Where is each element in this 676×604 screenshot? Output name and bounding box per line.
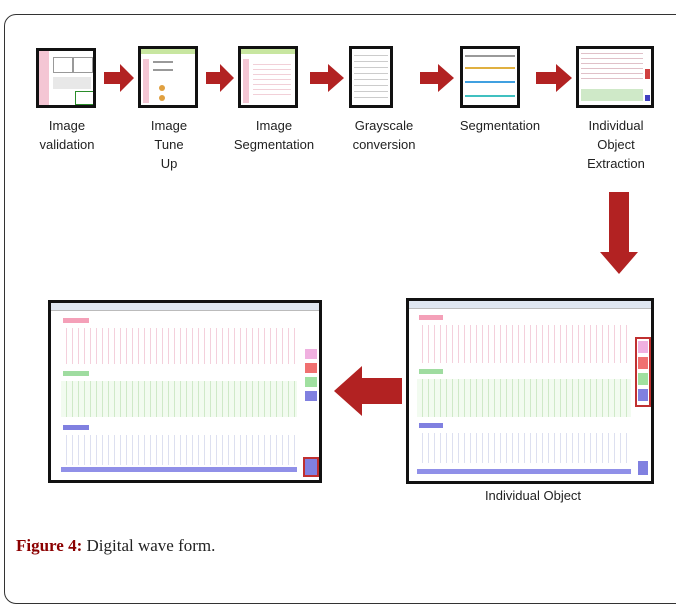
- arrow-right-icon: [420, 64, 454, 92]
- caption-prefix: Figure 4:: [16, 536, 83, 555]
- arrow-right-icon: [310, 64, 344, 92]
- step-thumb-image-tune-up: [138, 46, 198, 108]
- step-thumb-image-validation: [36, 48, 96, 108]
- step-thumb-image-segmentation: [238, 46, 298, 108]
- step-label: Image Segmentation: [233, 118, 315, 152]
- caption-text: Digital wave form.: [82, 536, 216, 555]
- step-thumb-segmentation: [460, 46, 520, 108]
- arrow-left-icon: [334, 366, 402, 416]
- figure-caption: Figure 4: Digital wave form.: [16, 536, 215, 556]
- individual-object-screenshot: [406, 298, 654, 484]
- step-label: Segmentation: [459, 118, 541, 133]
- step-label: Image validation: [39, 118, 95, 152]
- step-thumb-grayscale-conversion: [349, 46, 393, 108]
- individual-object-label: Individual Object: [484, 488, 582, 503]
- step-label: Individual Object Extraction: [587, 118, 645, 171]
- step-thumb-individual-object-extraction: [576, 46, 654, 108]
- step-label: Grayscale conversion: [352, 118, 416, 152]
- step-label: Image Tune Up: [150, 118, 188, 171]
- arrow-right-icon: [206, 64, 234, 92]
- arrow-right-icon: [536, 64, 572, 92]
- arrow-right-icon: [104, 64, 134, 92]
- arrow-down-icon: [600, 192, 638, 274]
- output-waveform-screenshot: [48, 300, 322, 483]
